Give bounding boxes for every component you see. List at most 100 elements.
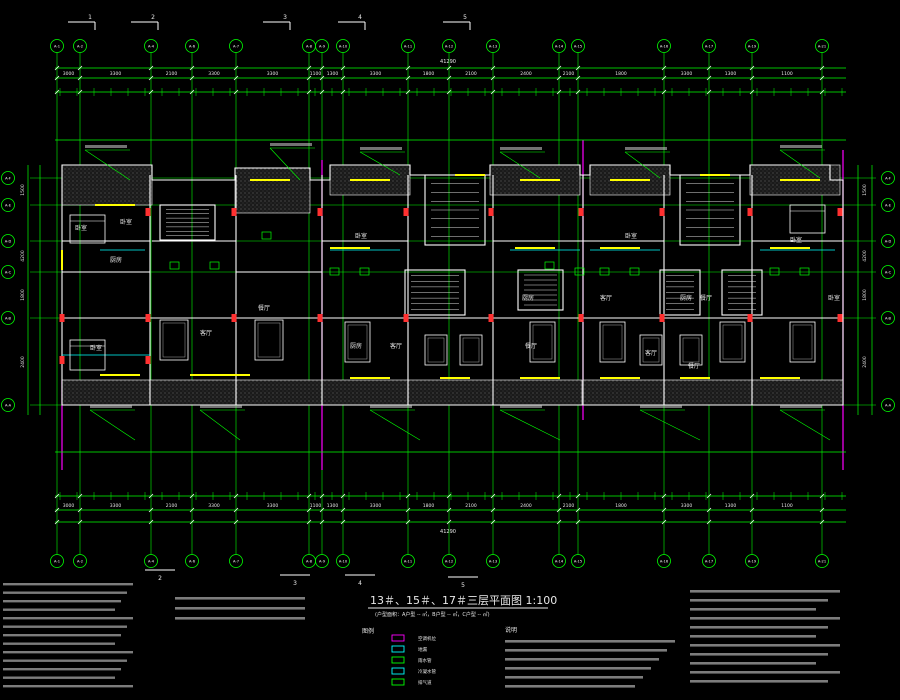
equipment-mark [329,267,340,276]
balcony-hatch [582,379,844,406]
room-label: 客厅 [645,349,657,357]
note-text-line-right [690,590,840,593]
leader-line [639,409,701,441]
dim-tick [319,507,325,513]
dim-tick [306,89,312,95]
balcony-hatch [321,379,583,406]
dim-tick [405,493,411,499]
dim-tick [446,89,452,95]
furniture-inner [427,337,445,363]
axis-bubble-top-circle [144,39,158,53]
structural-column [747,208,753,216]
equipment-mark [574,267,585,276]
axis-bubble-top-circle [702,39,716,53]
dim-tick [233,75,239,81]
room-label: 卧室 [828,294,840,302]
structural-column [231,314,237,322]
axis-bubble-top-label: A-10 [339,45,348,49]
dim-tick [54,65,60,71]
leader-line [624,151,661,179]
room-label: 厨房 [350,342,362,350]
note-text-line-right [690,644,840,647]
dim-tick [405,507,411,513]
dim-text-right: 1800 [862,289,868,301]
furniture-inner [682,337,700,363]
axis-bubble-top-circle [315,39,329,53]
drawing-title: 13＃、15＃、17＃三层平面图 1:100 [370,594,557,607]
room-label: 卧室 [75,224,87,232]
room-label: 餐厅 [258,304,270,312]
axis-bubble-bottom-label: A-6 [189,560,196,564]
dim-text-top: 1800 [423,71,435,77]
outer-wall [61,164,844,406]
axis-bubble-left-circle [1,398,15,412]
equipment-mark [629,267,640,276]
dim-tick [556,65,562,71]
axis-bubble-right-label: A-A [885,404,892,408]
furniture-table [639,334,663,366]
dim-tick [189,89,195,95]
dim-tick [819,75,825,81]
furniture-table [719,321,746,363]
furniture-table [529,321,556,363]
axis-bubble-right-circle [881,198,895,212]
dim-text-right: 1500 [862,184,868,196]
dim-tick [148,507,154,513]
dim-text-top: 1300 [725,71,737,77]
axis-bubble-top-label: A-9 [319,45,326,49]
dim-text-left: 1500 [20,184,26,196]
note-text-line-left [3,676,115,679]
axis-bubble-right-circle [881,234,895,248]
dim-tick [54,493,60,499]
structural-column [837,208,843,216]
furniture-inner [257,322,281,358]
dim-tick [306,493,312,499]
axis-bubble-top-circle [745,39,759,53]
axis-bubble-top-circle [486,39,500,53]
structural-column [659,314,665,322]
dim-tick [189,519,195,525]
dim-tick [340,519,346,525]
room-label: 厨房 [680,294,692,302]
axis-bubble-left-label: A-B [5,317,12,321]
dim-text-top: 3300 [370,71,382,77]
note-text-line-left [3,608,115,611]
leader-line [369,409,421,441]
note-text-line [505,685,635,688]
section-mark-top: 4 [358,14,362,21]
note-text-line-left [3,583,133,586]
axis-bubble-right-label: A-C [885,271,892,275]
axis-bubble-bottom-label: A-17 [705,560,713,564]
axis-bubble-bottom-circle [401,554,415,568]
dim-tick [148,519,154,525]
axis-bubble-top-label: A-1 [54,45,60,49]
room-label: 餐厅 [525,342,537,350]
axis-bubble-top-label: A-14 [555,45,564,49]
axis-bubble-bottom-circle [442,554,456,568]
dim-tick [233,519,239,525]
axis-bubble-top-circle [401,39,415,53]
leader-note-text [200,405,242,408]
note-text-line [505,658,659,661]
axis-bubble-top-label: A-2 [77,45,83,49]
note-text-line-right [690,599,828,602]
axis-bubble-top-circle [815,39,829,53]
leader-line [359,151,401,176]
structural-column [488,208,494,216]
axis-bubble-right-label: A-D [885,240,892,244]
axis-bubble-left-circle [1,198,15,212]
axis-bubble-bottom-label: A-7 [233,560,239,564]
dim-text-bottom: 2400 [520,503,532,509]
balcony-hatch [234,167,311,214]
dim-tick [490,493,496,499]
leader-line [779,409,831,441]
axis-bubble-top-label: A-8 [306,45,313,49]
leader-note-text [360,147,402,150]
note-text-line-left [3,668,121,671]
axis-bubble-top-label: A-12 [445,45,453,49]
dim-tick [706,75,712,81]
dim-tick [749,65,755,71]
axis-bubble-left-label: A-F [5,177,11,181]
axis-bubble-top-circle [442,39,456,53]
